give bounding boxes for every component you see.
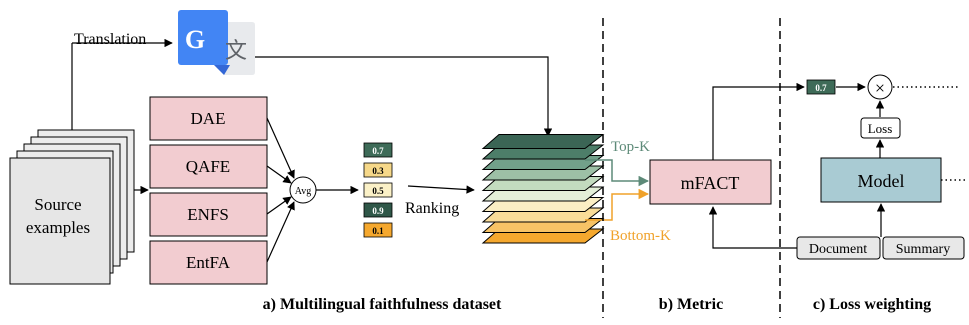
score-box-4 [363, 202, 393, 218]
entfa-to-avg-arrow [266, 201, 295, 263]
metric-box-enfs-label: ENFS [187, 205, 229, 224]
score-value-3: 0.5 [372, 186, 384, 196]
metric-box-dae-label: DAE [191, 109, 226, 128]
source-examples-label-1: Source [34, 195, 81, 214]
section-label-loss-weighting: c) Loss weighting [813, 296, 931, 313]
score-box-3 [363, 182, 393, 198]
mfact-label: mFACT [681, 173, 740, 193]
top-k-label: Top-K [611, 139, 650, 155]
top-k-arrow [585, 159, 650, 187]
ranked-dataset-stack [481, 134, 605, 244]
svg-text:文: 文 [225, 38, 247, 63]
source-examples-stack: Source examples [9, 129, 135, 285]
score-box-1 [363, 142, 393, 158]
metric-boxes: DAE QAFE ENFS EntFA [149, 96, 268, 285]
metric-box-enfs [149, 192, 268, 237]
multiply-symbol: × [875, 78, 885, 98]
summary-label: Summary [896, 242, 950, 257]
score-box-5 [363, 222, 393, 238]
dae-to-avg-arrow [266, 117, 295, 179]
metric-box-qafe-label: QAFE [186, 157, 230, 176]
weight-value: 0.7 [815, 83, 827, 93]
document-box [796, 236, 881, 260]
metric-box-entfa-label: EntFA [186, 253, 231, 272]
ranking-arrow [407, 185, 475, 194]
metric-box-qafe [149, 144, 268, 189]
google-translate-icon: G 文 [178, 10, 255, 75]
ranking-label: Ranking [405, 200, 459, 217]
bottom-k-arrow [585, 188, 650, 221]
multiply-node [867, 74, 893, 100]
bottom-k-label: Bottom-K [610, 228, 671, 244]
score-value-1: 0.7 [372, 146, 384, 156]
metric-box-dae [149, 96, 268, 141]
svg-text:G: G [185, 25, 205, 54]
loss-label: Loss [868, 121, 893, 136]
score-list: 0.7 0.3 0.5 0.9 0.1 [363, 142, 393, 238]
qafe-to-avg-arrow [266, 165, 292, 184]
section-label-metric: b) Metric [659, 296, 723, 313]
score-box-2 [363, 162, 393, 178]
translation-label: Translation [74, 31, 146, 48]
summary-box [882, 236, 965, 260]
mfact-box [649, 159, 772, 205]
score-value-5: 0.1 [372, 226, 384, 236]
document-to-mfact-arrow [708, 206, 797, 249]
weight-box [806, 79, 836, 95]
dataset-layer-10 [481, 134, 605, 149]
document-label: Document [809, 242, 867, 257]
source-examples-label-2: examples [26, 218, 90, 237]
score-value-2: 0.3 [372, 166, 384, 176]
score-value-4: 0.9 [372, 206, 384, 216]
model-label: Model [858, 171, 905, 191]
translate-to-dataset-arrow [255, 56, 553, 137]
section-label-dataset: a) Multilingual faithfulness dataset [263, 296, 502, 313]
enfs-to-avg-arrow [266, 196, 292, 215]
loss-box [860, 117, 901, 139]
metric-box-entfa [149, 240, 268, 285]
avg-label: Avg [295, 186, 311, 197]
mfact-to-weight-arrow [712, 82, 805, 160]
